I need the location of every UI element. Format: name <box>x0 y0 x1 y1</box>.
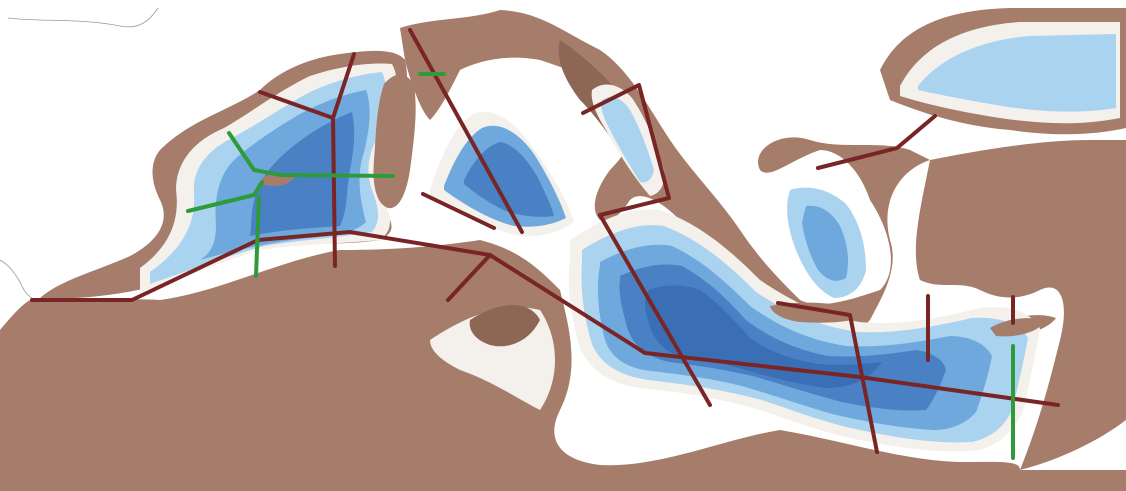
boundary-alboran-balearic <box>30 230 1060 407</box>
boundary-balearic-west <box>186 180 264 213</box>
boundary-corsica-tyrrhenian <box>408 28 524 234</box>
boundary-adriatic-otranto <box>581 83 712 407</box>
aegean-sea <box>787 187 866 298</box>
north-africa-land <box>0 240 1126 491</box>
boundary-crete-line <box>776 301 879 454</box>
boundary-dardanelles <box>816 114 937 170</box>
adriatic-sea <box>591 84 665 196</box>
secondary-boundaries <box>186 72 1015 460</box>
primary-boundaries <box>30 28 1060 454</box>
tyrrhenian-sea <box>430 111 574 237</box>
boundary-sardinia-sicily <box>421 192 496 230</box>
boundary-sicily-tunisia <box>446 253 492 302</box>
boundary-balearic-south <box>254 195 261 278</box>
black-sea <box>880 8 1126 135</box>
boundary-gulf-lion <box>258 90 335 120</box>
boundary-balearic-north <box>227 131 395 178</box>
